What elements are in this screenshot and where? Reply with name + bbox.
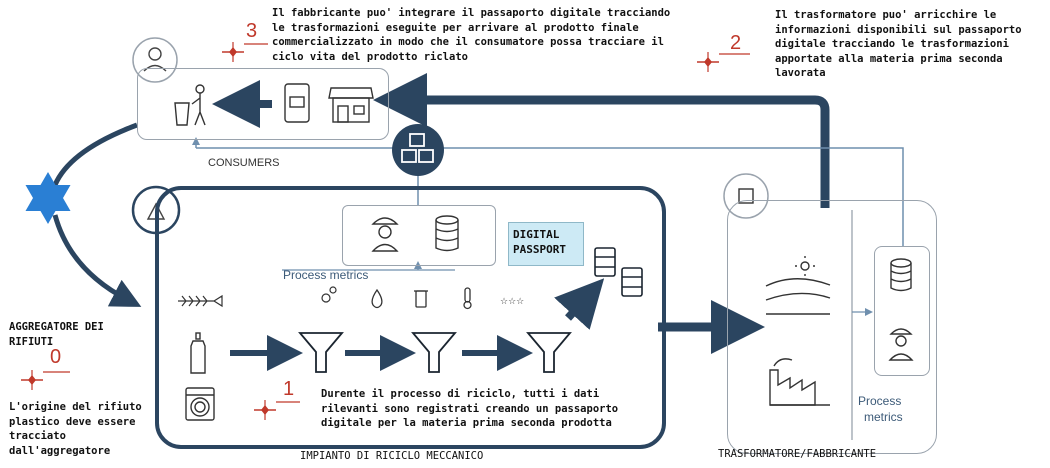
thermometer-icon <box>463 287 472 310</box>
recycle-bin-person-icon <box>174 84 206 126</box>
process-metrics-right-label-2: metrics <box>864 410 903 424</box>
transformer-box <box>727 200 937 454</box>
return-arrow-to-consumers <box>373 73 830 208</box>
barrel-icon <box>594 247 616 277</box>
blockchain-cubes-icon <box>392 124 444 176</box>
database-icon <box>890 258 912 292</box>
step-number-1: 1 <box>283 378 295 400</box>
worker-icon <box>888 328 914 361</box>
step-number-2: 2 <box>730 32 742 54</box>
consumers-box <box>137 68 389 140</box>
step-marker-0 <box>21 370 70 390</box>
aggregator-to-plant-curve <box>52 214 142 307</box>
stars-icon: ☆☆☆ <box>500 297 524 307</box>
note-step2: Il trasformatore puo' arricchire le info… <box>775 9 1022 79</box>
consumers-label: CONSUMERS <box>208 157 280 169</box>
transformer-metrics-box <box>874 246 930 376</box>
step-marker-2 <box>697 52 750 72</box>
step-number-0: 0 <box>50 346 62 368</box>
fishbone-icon <box>178 294 223 308</box>
note-step0: L'origine del rifiuto plastico deve esse… <box>9 401 142 457</box>
worker-icon <box>371 217 399 252</box>
plant-label: IMPIANTO DI RICICLO MECCANICO <box>300 450 484 462</box>
drop-icon <box>371 288 383 309</box>
funnel-icon <box>411 332 457 373</box>
mobile-shop-icon <box>284 83 310 123</box>
database-icon <box>435 215 459 252</box>
factory-icon <box>769 358 830 406</box>
step-number-3: 3 <box>246 20 258 42</box>
beaker-icon <box>414 290 428 308</box>
flow-arrow-to-barrels <box>554 278 605 330</box>
funnel-icon <box>298 332 344 373</box>
recycling-plant-box <box>155 186 666 449</box>
barrel-icon <box>621 267 643 297</box>
process-metrics-plant-label: Process metrics <box>283 268 369 282</box>
process-metrics-box <box>342 205 496 266</box>
note-step1: Durente il processo di riciclo, tutti i … <box>321 388 619 429</box>
process-metrics-right-label-1: Process <box>858 394 902 408</box>
digital-passport-label: DIGITAL PASSPORT <box>513 228 566 256</box>
farm-sun-icon <box>765 256 831 315</box>
star-of-david-icon <box>25 172 71 224</box>
bottle-icon <box>190 332 206 374</box>
step-marker-1 <box>254 400 300 420</box>
step-marker-3 <box>222 42 268 62</box>
washing-machine-icon <box>185 387 215 421</box>
digital-passport-badge: DIGITAL PASSPORT <box>508 222 584 266</box>
funnel-icon <box>526 332 572 373</box>
store-icon <box>328 87 374 123</box>
aggregator-label: AGGREGATORE DEI RIFIUTI <box>9 321 104 348</box>
gear-icon <box>321 286 337 303</box>
note-step3: Il fabbricante puo' integrare il passapo… <box>272 7 671 63</box>
transformer-label: TRASFORMATORE/FABBRICANTE <box>718 448 877 460</box>
consumers-to-aggregator-curve <box>52 122 138 187</box>
